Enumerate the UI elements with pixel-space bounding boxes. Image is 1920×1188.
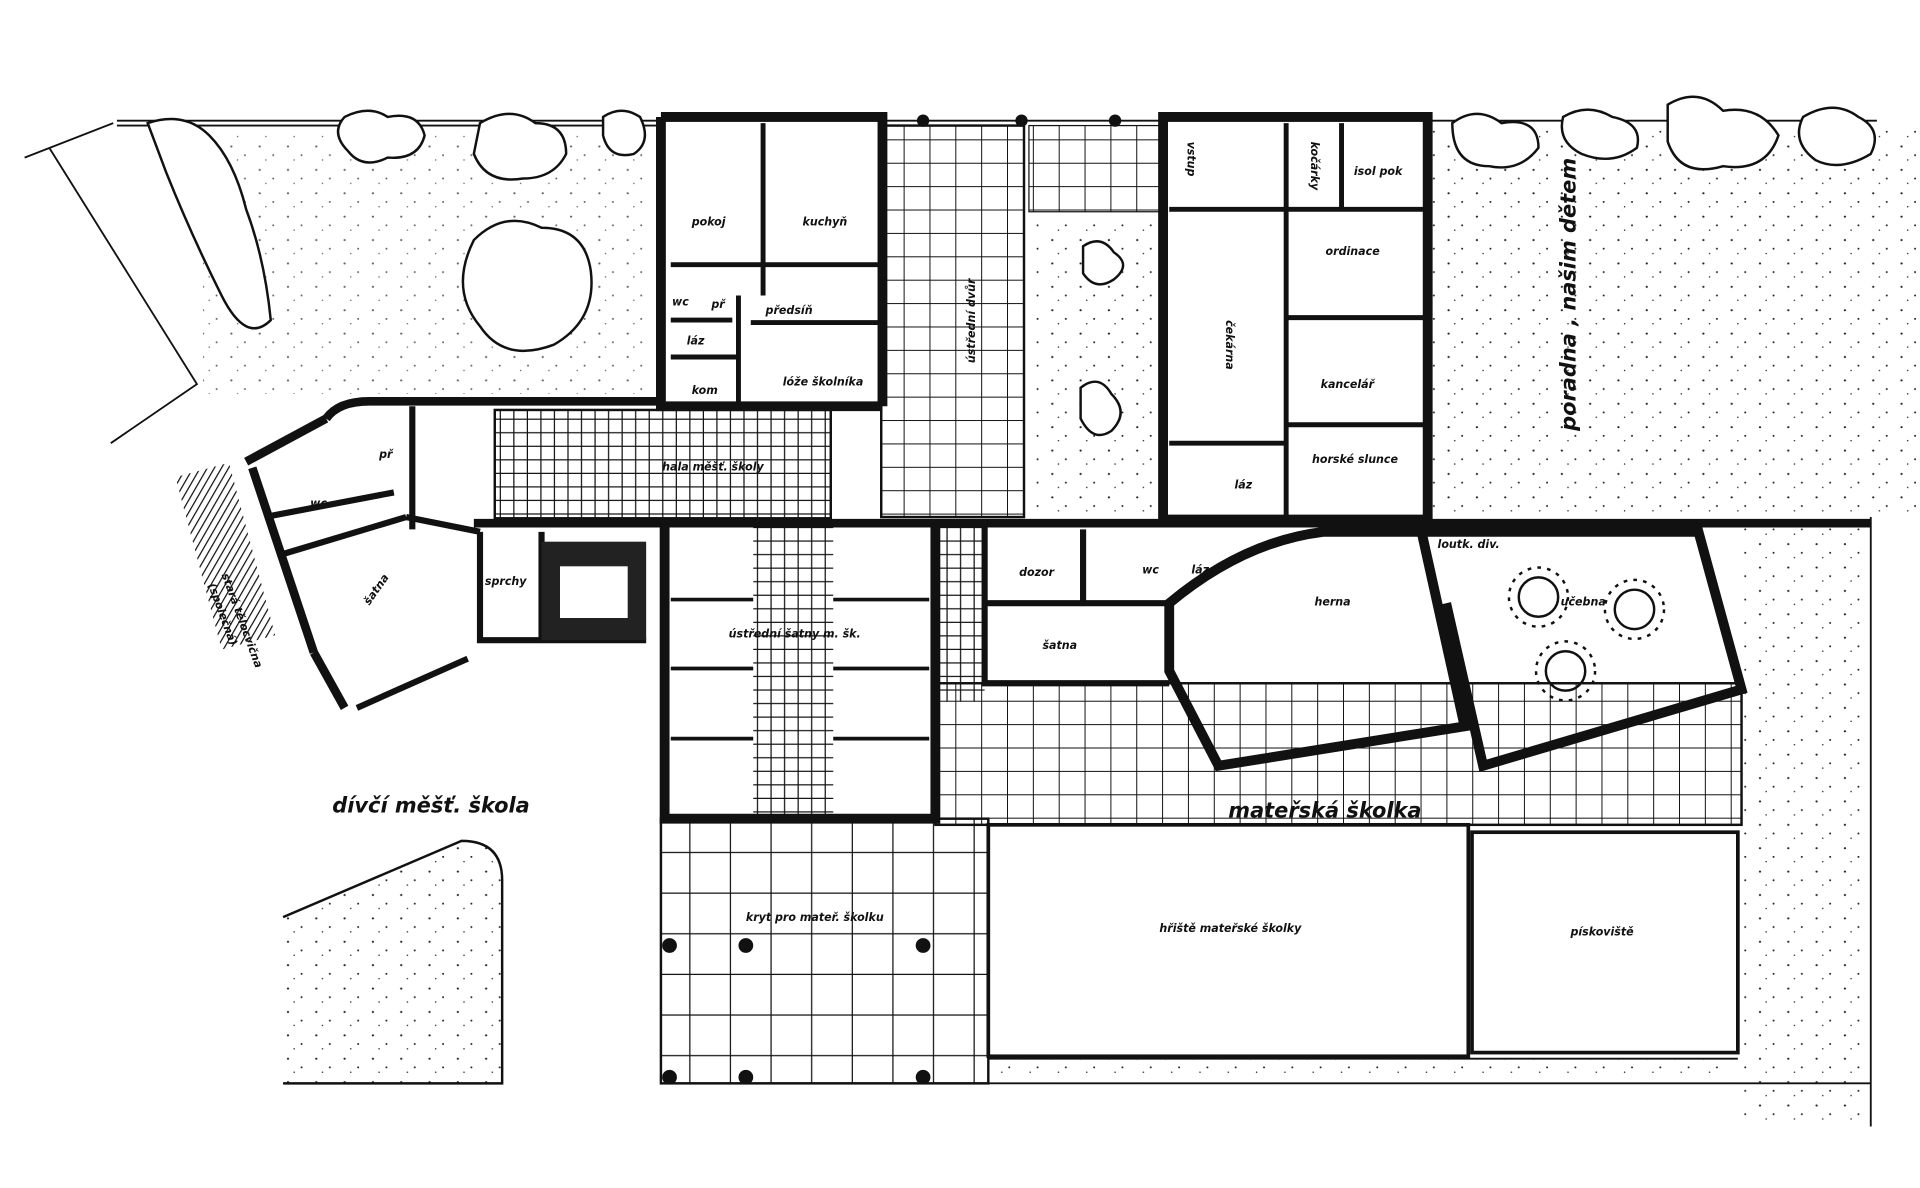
label-pokoj: pokoj bbox=[691, 215, 726, 228]
tree-icon bbox=[1560, 108, 1640, 161]
label-wc-ms: wc bbox=[1142, 564, 1159, 577]
tree-icon bbox=[146, 117, 273, 330]
label-materska-skolka: mateřská školka bbox=[1228, 798, 1421, 822]
label-ustredni-dvur: ústřední dvůr bbox=[965, 277, 978, 363]
label-kryt: kryt pro mateř. školku bbox=[746, 911, 884, 924]
label-hriste: hřiště mateřské školky bbox=[1159, 922, 1302, 935]
label-cekarna: čekárna bbox=[1223, 320, 1236, 370]
label-kancelar: kancelář bbox=[1321, 378, 1376, 391]
label-hala: hala měšť. školy bbox=[662, 460, 764, 473]
tree-icon bbox=[1081, 240, 1125, 286]
garden-right bbox=[1430, 129, 1917, 514]
shelter-paving bbox=[659, 817, 990, 1085]
garden-east-strip bbox=[1741, 523, 1870, 1124]
label-wc-school: wc bbox=[310, 497, 327, 510]
table-icons bbox=[1507, 566, 1666, 702]
hall-paving bbox=[493, 408, 832, 520]
label-dozor: dozor bbox=[1019, 566, 1056, 579]
label-isol-pok: isol pok bbox=[1354, 165, 1403, 178]
label-horske-slunce: horské slunce bbox=[1312, 453, 1399, 466]
label-ordinace: ordinace bbox=[1326, 245, 1381, 258]
label-kuchyn: kuchyň bbox=[802, 215, 847, 228]
tree-icons bbox=[146, 95, 1877, 437]
label-herna: herna bbox=[1314, 596, 1350, 609]
label-vstup: vstup bbox=[1185, 142, 1198, 177]
gravel-strip bbox=[990, 1058, 1736, 1081]
tree-icon bbox=[1797, 106, 1877, 167]
column-markers bbox=[662, 114, 1122, 1085]
tree-icon bbox=[1451, 112, 1540, 169]
label-sprchy: sprchy bbox=[485, 575, 527, 588]
walls bbox=[175, 112, 1871, 1059]
label-kocarky: kočárky bbox=[1308, 142, 1321, 191]
corridor-paving bbox=[753, 523, 834, 819]
tree-icon bbox=[336, 109, 426, 164]
central-courtyard-paving bbox=[880, 124, 1026, 519]
tree-icon bbox=[461, 219, 593, 353]
label-laz-house: láz bbox=[687, 335, 705, 348]
label-poradna: poradna , našim dětem bbox=[1556, 158, 1580, 432]
passage-paving bbox=[935, 523, 985, 702]
tree-icon bbox=[601, 109, 647, 157]
entrance-paving bbox=[1028, 124, 1163, 213]
terrace-paving bbox=[934, 682, 1743, 827]
label-ustredni-satny: ústřední šatny m. šk. bbox=[729, 628, 861, 641]
label-pr-school: př bbox=[378, 448, 394, 461]
tree-icon bbox=[1666, 95, 1780, 171]
garden-lower-left bbox=[282, 839, 504, 1085]
label-satna-ms: šatna bbox=[1042, 639, 1077, 652]
tree-icon bbox=[472, 112, 568, 181]
label-divci-skola: dívčí měšť. škola bbox=[332, 794, 529, 818]
tree-icon bbox=[1079, 380, 1122, 437]
label-satna-school: šatna bbox=[361, 572, 392, 608]
label-piskoviste: pískoviště bbox=[1569, 926, 1634, 939]
label-kom: kom bbox=[692, 384, 718, 397]
label-loutk-div: loutk. div. bbox=[1438, 538, 1500, 551]
label-laz-poradna: láz bbox=[1234, 479, 1252, 492]
label-ucebna: učebna bbox=[1561, 596, 1606, 609]
label-pr-house: př bbox=[710, 298, 726, 311]
label-laz-ms: láz bbox=[1191, 564, 1209, 577]
label-predsin: předsíň bbox=[765, 304, 813, 317]
label-wc-house: wc bbox=[672, 295, 689, 308]
label-loze-skolnika: lóže školníka bbox=[783, 375, 864, 388]
